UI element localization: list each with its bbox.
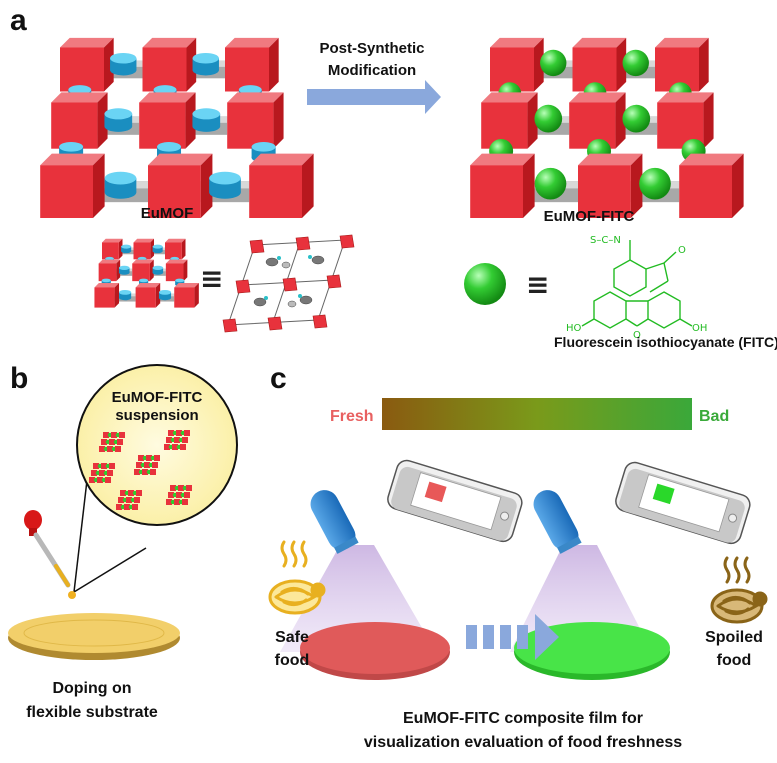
uv-lamp-right-icon xyxy=(533,490,582,554)
composite-film-fresh xyxy=(300,622,450,674)
panel-label-c: c xyxy=(270,362,287,395)
equiv-symbol-1: ≡ xyxy=(200,262,223,295)
chem-isothiocyanate-group: S–C–N xyxy=(590,235,621,246)
freshness-gradient-bar xyxy=(382,398,692,430)
composite-caption-line1: EuMOF-FITC composite film for xyxy=(403,710,643,727)
eumof-framework-illustration xyxy=(40,37,314,218)
chem-hydroxyl-right: OH xyxy=(692,323,707,334)
panel-label-b: b xyxy=(10,362,28,395)
change-arrow xyxy=(466,614,559,660)
spoiled-food-icon xyxy=(710,556,768,624)
smartphone-bad-icon xyxy=(615,461,751,545)
fresh-label: Fresh xyxy=(330,408,374,425)
bad-label: Bad xyxy=(699,408,729,425)
composite-caption-line2: visualization evaluation of food freshne… xyxy=(364,734,682,751)
chem-hydroxyl-left: HO xyxy=(566,323,582,334)
fitc-chemical-structure xyxy=(581,240,693,329)
spoiled-food-line1: Spoiled xyxy=(705,629,763,646)
smartphone-fresh-icon xyxy=(387,459,523,543)
flexible-substrate xyxy=(8,613,180,660)
safe-food-line1: Safe xyxy=(275,629,309,646)
bubble-label-line2: suspension xyxy=(115,407,198,424)
doping-caption-line1: Doping on xyxy=(52,680,131,697)
eumof-fitc-framework-illustration xyxy=(470,37,744,218)
equiv-symbol-2: ≡ xyxy=(526,268,549,301)
post-synthetic-modification-arrow xyxy=(307,80,441,114)
suspension-particles xyxy=(89,430,192,510)
suspension-bubble xyxy=(76,364,238,526)
spoiled-food-line2: food xyxy=(717,652,752,669)
doping-caption-line2: flexible substrate xyxy=(26,704,158,721)
uv-lamp-left-icon xyxy=(310,490,359,554)
eumof-mini-framework xyxy=(94,238,199,308)
dropper-icon xyxy=(24,510,76,599)
arrow-label-line1: Post-Synthetic xyxy=(319,40,424,57)
eumof-label: EuMOF xyxy=(141,205,194,222)
chem-ring-oxygen: O xyxy=(633,330,641,341)
chem-carbonyl-oxygen: O xyxy=(678,245,686,256)
safe-food-line2: food xyxy=(275,652,310,669)
safe-food-icon xyxy=(268,540,326,615)
crystal-structure-illustration xyxy=(222,234,355,333)
arrow-label-line2: Modification xyxy=(328,62,416,79)
bubble-label-line1: EuMOF-FITC xyxy=(112,389,203,406)
panel-label-a: a xyxy=(10,4,27,37)
fitc-label: Fluorescein isothiocyanate (FITC) xyxy=(554,334,777,350)
fitc-sphere-icon xyxy=(464,263,506,305)
eumof-fitc-label: EuMOF-FITC xyxy=(544,208,635,225)
